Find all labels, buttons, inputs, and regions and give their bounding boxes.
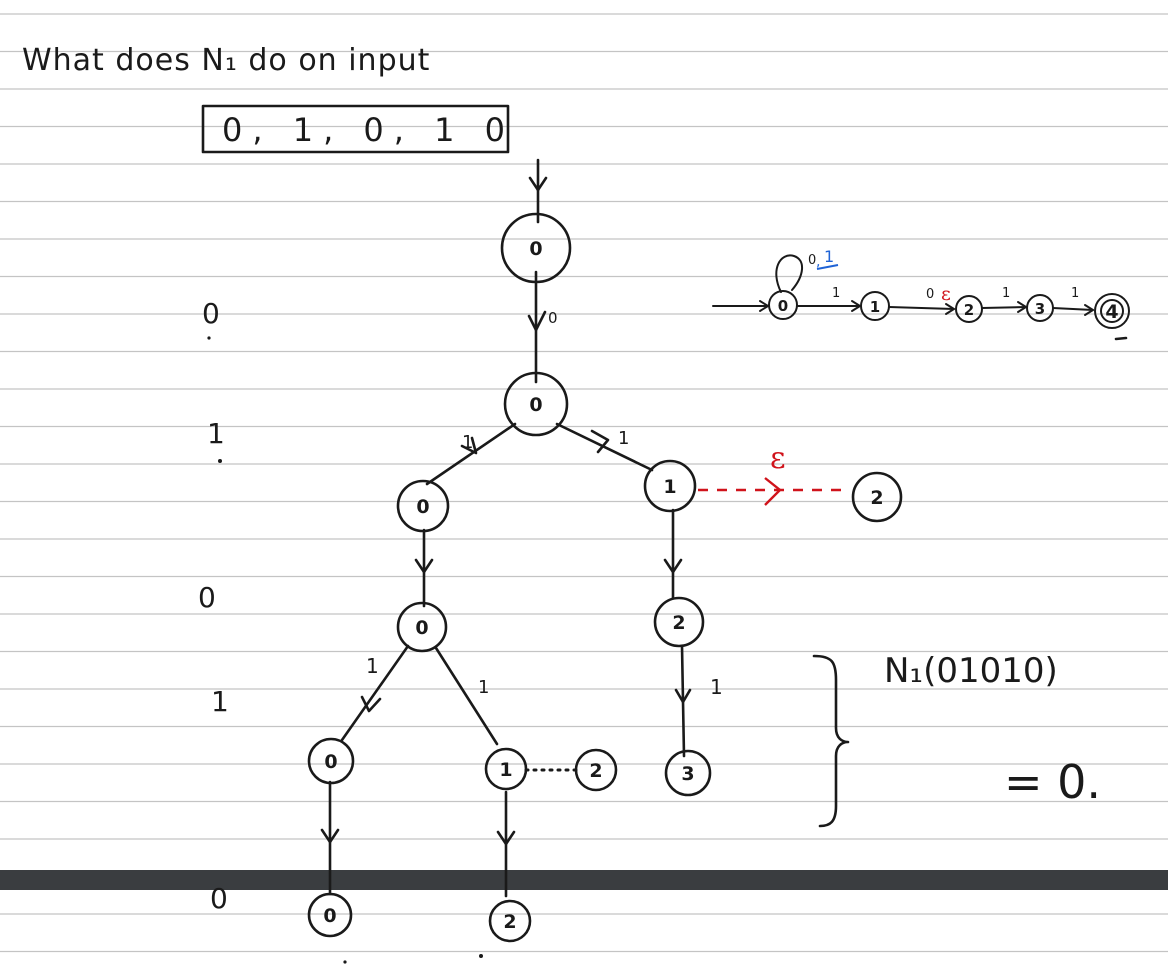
tree-node: 0 — [396, 479, 450, 533]
nfa-diagram: 0 1 2 3 4 0 , 1 1 0 ε 1 1 — [712, 247, 1130, 341]
svg-text:4: 4 — [1105, 301, 1118, 323]
tree-node: 3 — [664, 749, 712, 797]
tree-node: 0 — [307, 892, 353, 938]
nfa-state: 2 — [955, 295, 983, 323]
result-brace — [812, 654, 850, 828]
svg-text:0: 0 — [529, 394, 542, 416]
edge-label: 1 — [478, 677, 489, 698]
tree-node: 1 — [643, 459, 697, 513]
page-divider-band — [0, 870, 1168, 890]
svg-text:2: 2 — [589, 760, 602, 782]
tree-node: 0 — [307, 737, 355, 785]
symbol-column-item: 0 — [202, 297, 220, 330]
nfa-self-loop — [775, 254, 803, 293]
nfa-accept-state: 4 — [1094, 293, 1130, 329]
svg-text:0: 0 — [323, 905, 336, 927]
nfa-transition-label: 1 — [1071, 286, 1079, 301]
edge-label: 1 — [366, 654, 379, 678]
tree-node: 1 — [484, 747, 528, 791]
tree-node: 0 — [503, 371, 569, 437]
symbol-column-item: 1 — [207, 417, 225, 450]
tree-edge — [555, 422, 654, 472]
tree-node: 2 — [488, 899, 532, 943]
nfa-transition-label-eps: ε — [941, 283, 951, 305]
svg-text:0: 0 — [778, 297, 788, 315]
nfa-state: 1 — [860, 291, 890, 321]
edge-label: 1 — [710, 675, 723, 699]
nfa-self-loop-label: 1 — [824, 247, 834, 266]
symbol-column-item: 0 — [210, 882, 228, 915]
input-string-box — [201, 104, 510, 154]
tree-edge — [425, 422, 517, 486]
epsilon-label: ε — [770, 441, 786, 476]
svg-text:3: 3 — [681, 763, 694, 785]
edge-label: 1 — [618, 428, 629, 449]
tree-edge — [434, 646, 499, 746]
result-lhs: N₁(01010) — [884, 651, 1058, 691]
nfa-self-loop-label: , — [816, 254, 820, 270]
svg-text:2: 2 — [503, 911, 516, 933]
svg-text:2: 2 — [964, 301, 974, 319]
nfa-transition-label: 1 — [832, 286, 840, 301]
tree-node: 2 — [653, 596, 705, 648]
nfa-state: 3 — [1026, 294, 1054, 322]
svg-text:0: 0 — [416, 496, 429, 518]
edge-label: 1 — [462, 432, 473, 453]
svg-text:1: 1 — [663, 476, 676, 498]
svg-text:0: 0 — [529, 238, 542, 260]
svg-text:2: 2 — [672, 612, 685, 634]
input-string: 0, 1, 0, 1 0 — [222, 111, 515, 149]
question-text: What does N₁ do on input — [22, 43, 430, 78]
tree-node: 2 — [574, 748, 618, 792]
symbol-column-item: 1 — [211, 685, 229, 718]
svg-text:2: 2 — [870, 487, 883, 509]
nfa-self-loop-label: 0 — [808, 253, 816, 268]
tree-node: 2 — [851, 471, 903, 523]
svg-text:1: 1 — [499, 759, 512, 781]
edge-label: 0 — [548, 309, 558, 327]
ruled-lines — [0, 13, 1168, 953]
tree-node: 0 — [396, 601, 448, 653]
svg-text:0: 0 — [324, 751, 337, 773]
result-rhs: = 0. — [1004, 755, 1101, 809]
nfa-transition-label: 1 — [1002, 286, 1010, 301]
symbol-column-item: 0 — [198, 581, 216, 614]
tree-node: 0 — [500, 212, 572, 284]
nfa-state: 0 — [768, 290, 798, 320]
nfa-transition-label: 0 — [926, 287, 934, 302]
svg-text:3: 3 — [1035, 300, 1045, 318]
tree-edge — [340, 644, 410, 742]
svg-text:0: 0 — [415, 617, 428, 639]
svg-text:1: 1 — [870, 298, 880, 316]
